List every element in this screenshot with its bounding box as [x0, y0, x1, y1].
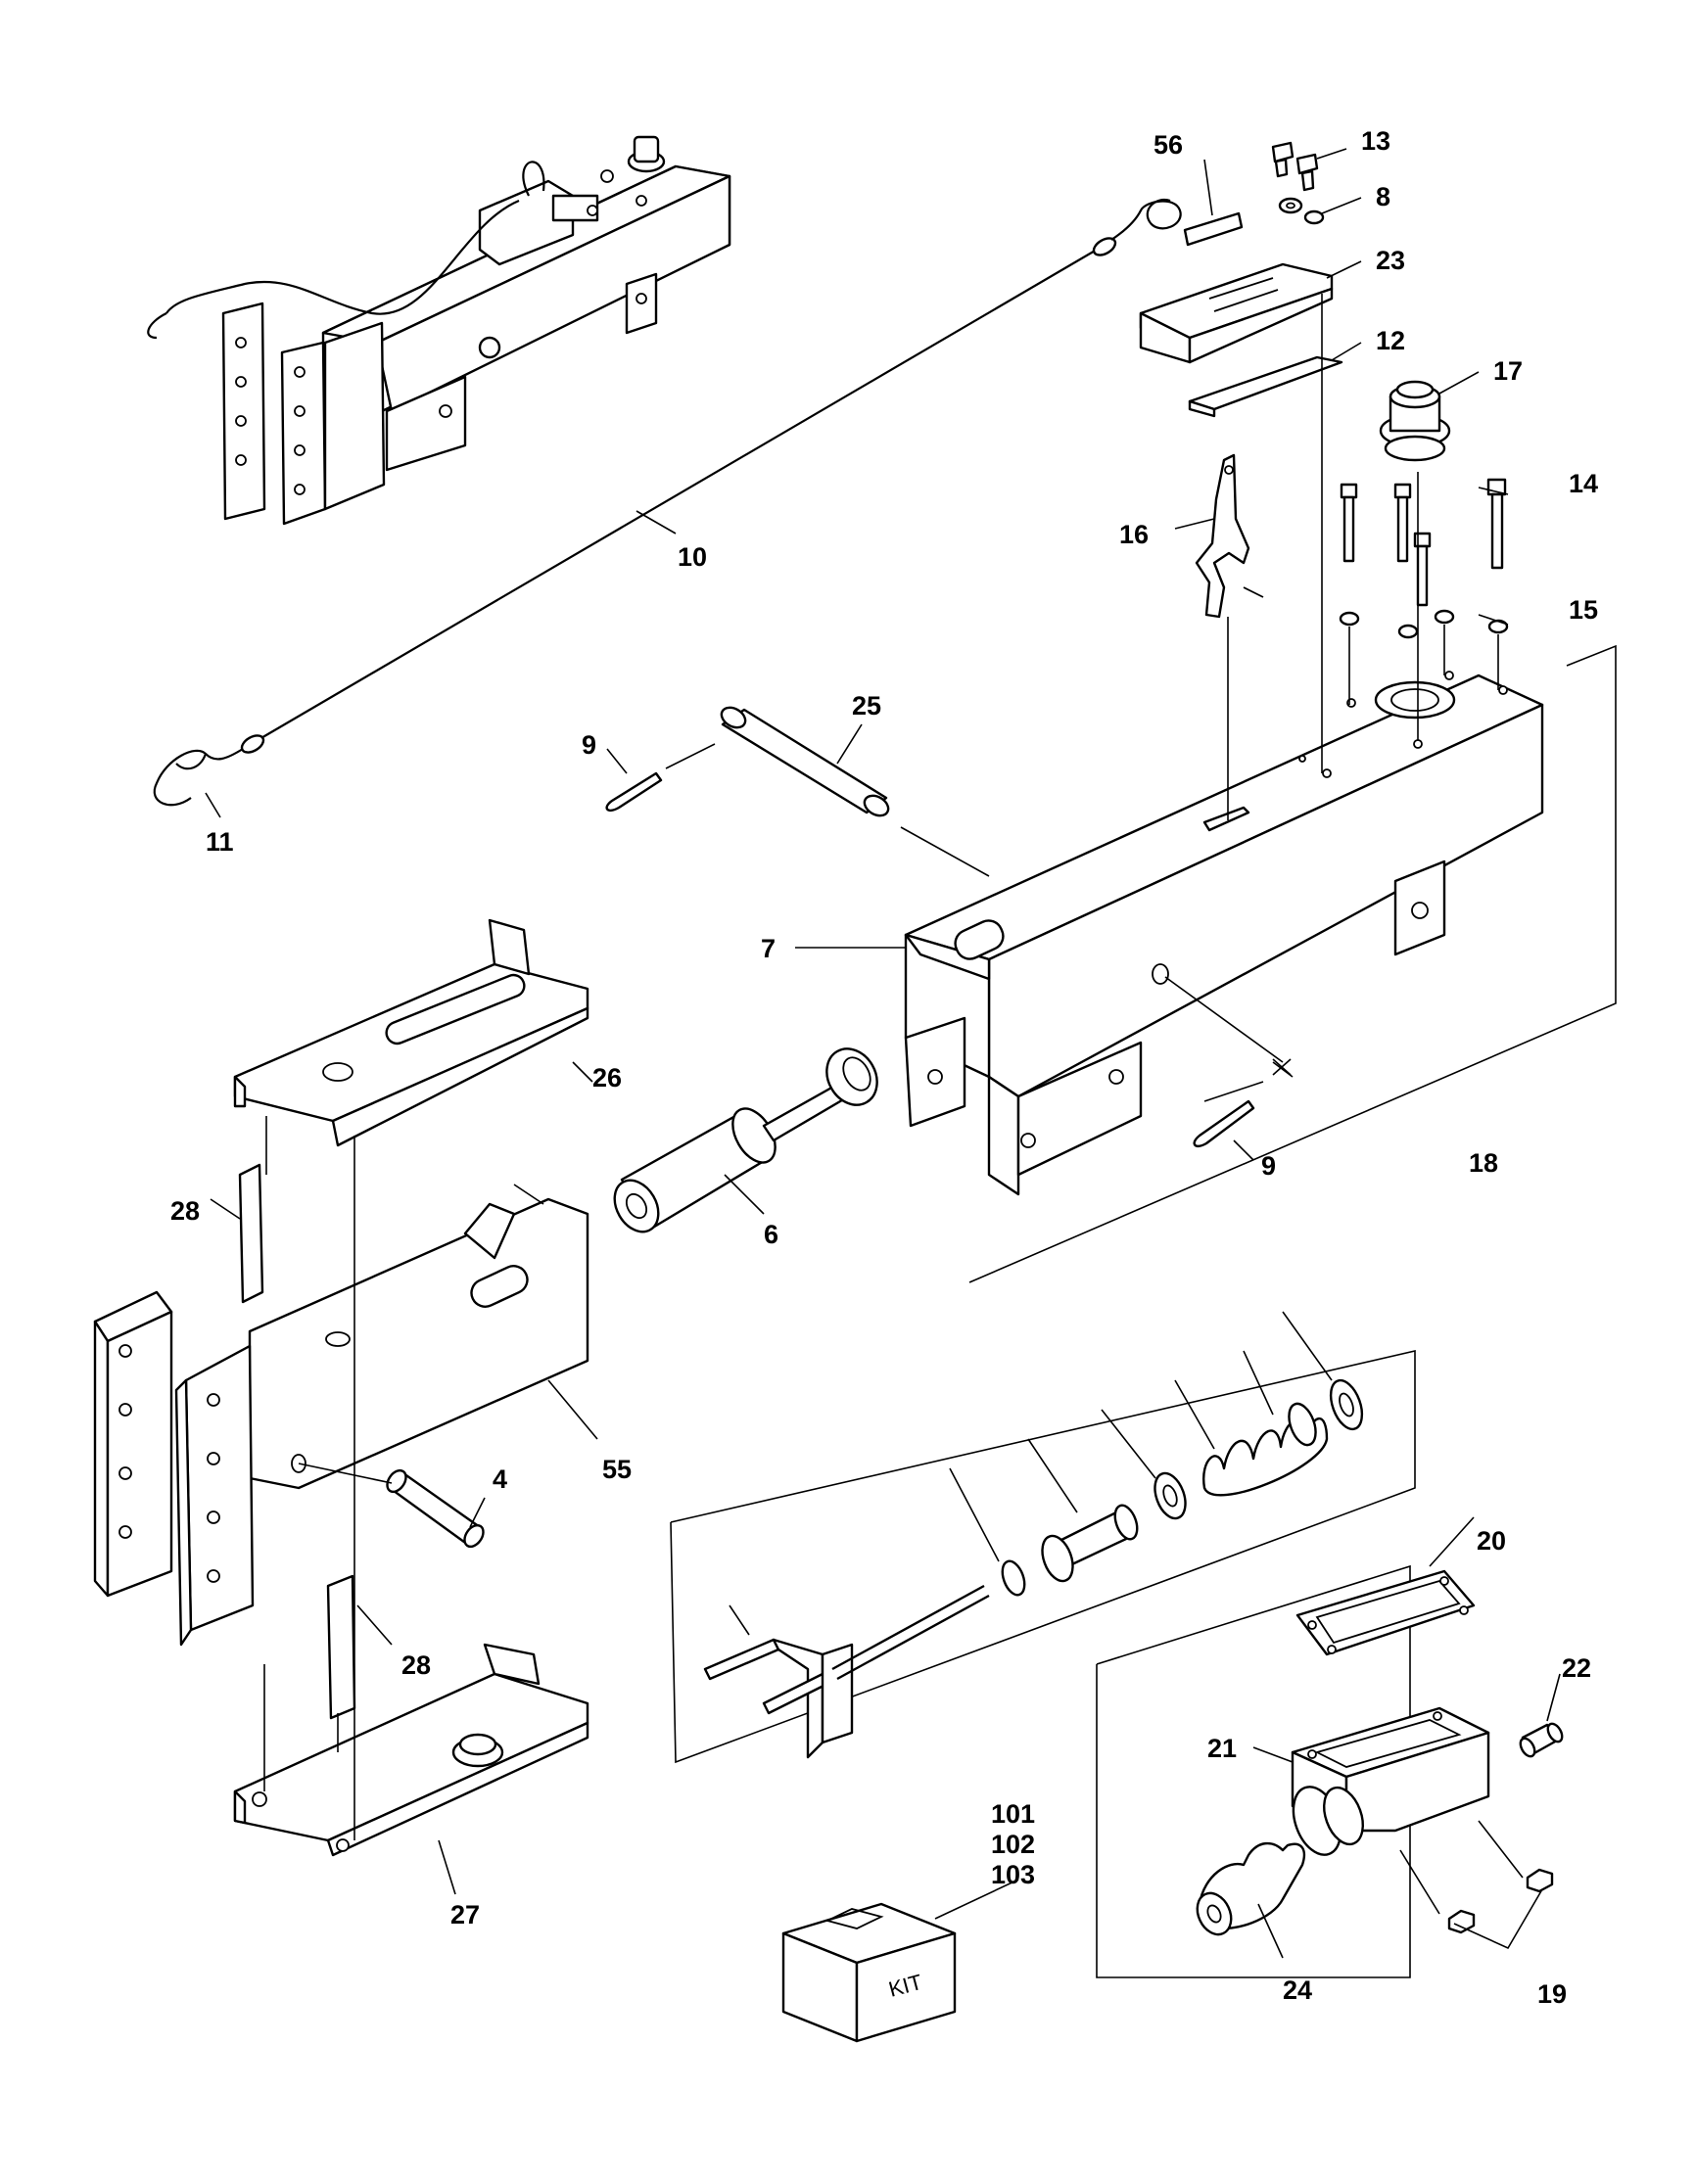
assembled-coupler-illustration: [147, 135, 731, 526]
rod-assembly-18: [670, 1311, 1416, 1764]
pad-28-lower: [326, 1574, 356, 1720]
callout-7: 7: [761, 934, 776, 963]
callout-16: 16: [1119, 520, 1149, 549]
washers-15: [1339, 609, 1509, 639]
kit-box: KIT: [781, 1902, 957, 2043]
washer-8: [1278, 197, 1325, 225]
bolts-14: [1340, 478, 1507, 607]
channel-26: [233, 918, 589, 1147]
cotter-pin-9-lower: [1193, 1099, 1255, 1148]
callout-101: 101: [991, 1799, 1035, 1829]
fitting-22: [1519, 1722, 1564, 1758]
callout-18: 18: [1469, 1148, 1498, 1178]
decal-56: [1183, 211, 1244, 247]
callout-8: 8: [1376, 182, 1390, 211]
callout-13: 13: [1361, 126, 1390, 156]
callout-14: 14: [1569, 469, 1598, 498]
callout-23: 23: [1376, 246, 1405, 275]
bracket-alignment-lines: [263, 1116, 393, 1840]
side-plates: [93, 1290, 255, 1647]
callout-4: 4: [493, 1464, 507, 1494]
shock-cylinder-6: [613, 1047, 878, 1233]
pin-4: [386, 1468, 485, 1549]
coupler-housing-7: [904, 671, 1544, 1196]
master-cylinder-21: [1291, 1706, 1490, 1856]
callout-56: 56: [1154, 130, 1183, 160]
leader-lines: [205, 148, 1561, 1959]
gasket-20: [1295, 1569, 1476, 1656]
breakaway-cable-assembly: [153, 198, 1182, 807]
callout-6: 6: [764, 1220, 778, 1249]
callout-11: 11: [206, 827, 234, 857]
channel-27: [233, 1643, 589, 1857]
callout-27: 27: [450, 1900, 480, 1929]
callout-22: 22: [1562, 1653, 1591, 1683]
plate-12: [1188, 355, 1343, 418]
callout-102: 102: [991, 1830, 1035, 1859]
callout-19: 19: [1537, 1979, 1567, 2009]
callout-12: 12: [1376, 326, 1405, 355]
bracket-23: [1139, 262, 1334, 364]
callout-103: 103: [991, 1860, 1035, 1889]
pin-25: [720, 706, 890, 817]
callout-28b: 28: [401, 1650, 431, 1680]
latch-lever-16: [1195, 453, 1264, 619]
frame-55: [248, 1197, 589, 1490]
callout-25: 25: [852, 691, 881, 720]
receptacle-17: [1379, 380, 1451, 462]
callout-20: 20: [1477, 1526, 1506, 1556]
pad-28-upper: [238, 1163, 264, 1304]
callout-28a: 28: [170, 1196, 200, 1226]
piston-24: [1196, 1841, 1306, 1936]
master-cylinder-panel: [1096, 1564, 1411, 1978]
callout-9a: 9: [582, 730, 596, 760]
callout-55: 55: [602, 1455, 632, 1484]
callout-17: 17: [1493, 356, 1523, 386]
callout-9b: 9: [1261, 1151, 1276, 1181]
bolt-13-group: [1271, 141, 1319, 192]
cotter-pin-9-upper: [605, 771, 663, 813]
callout-24: 24: [1283, 1975, 1312, 2005]
callout-26: 26: [592, 1063, 622, 1092]
alignment-lines: [665, 294, 1617, 1283]
callout-labels: 13 56 8 23 12 17 14 16 15 10 25 9 11 7 2…: [170, 126, 1598, 2009]
callout-15: 15: [1569, 595, 1598, 625]
callout-21: 21: [1207, 1734, 1237, 1763]
callout-10: 10: [678, 542, 707, 572]
nuts-19: [1447, 1868, 1554, 1934]
